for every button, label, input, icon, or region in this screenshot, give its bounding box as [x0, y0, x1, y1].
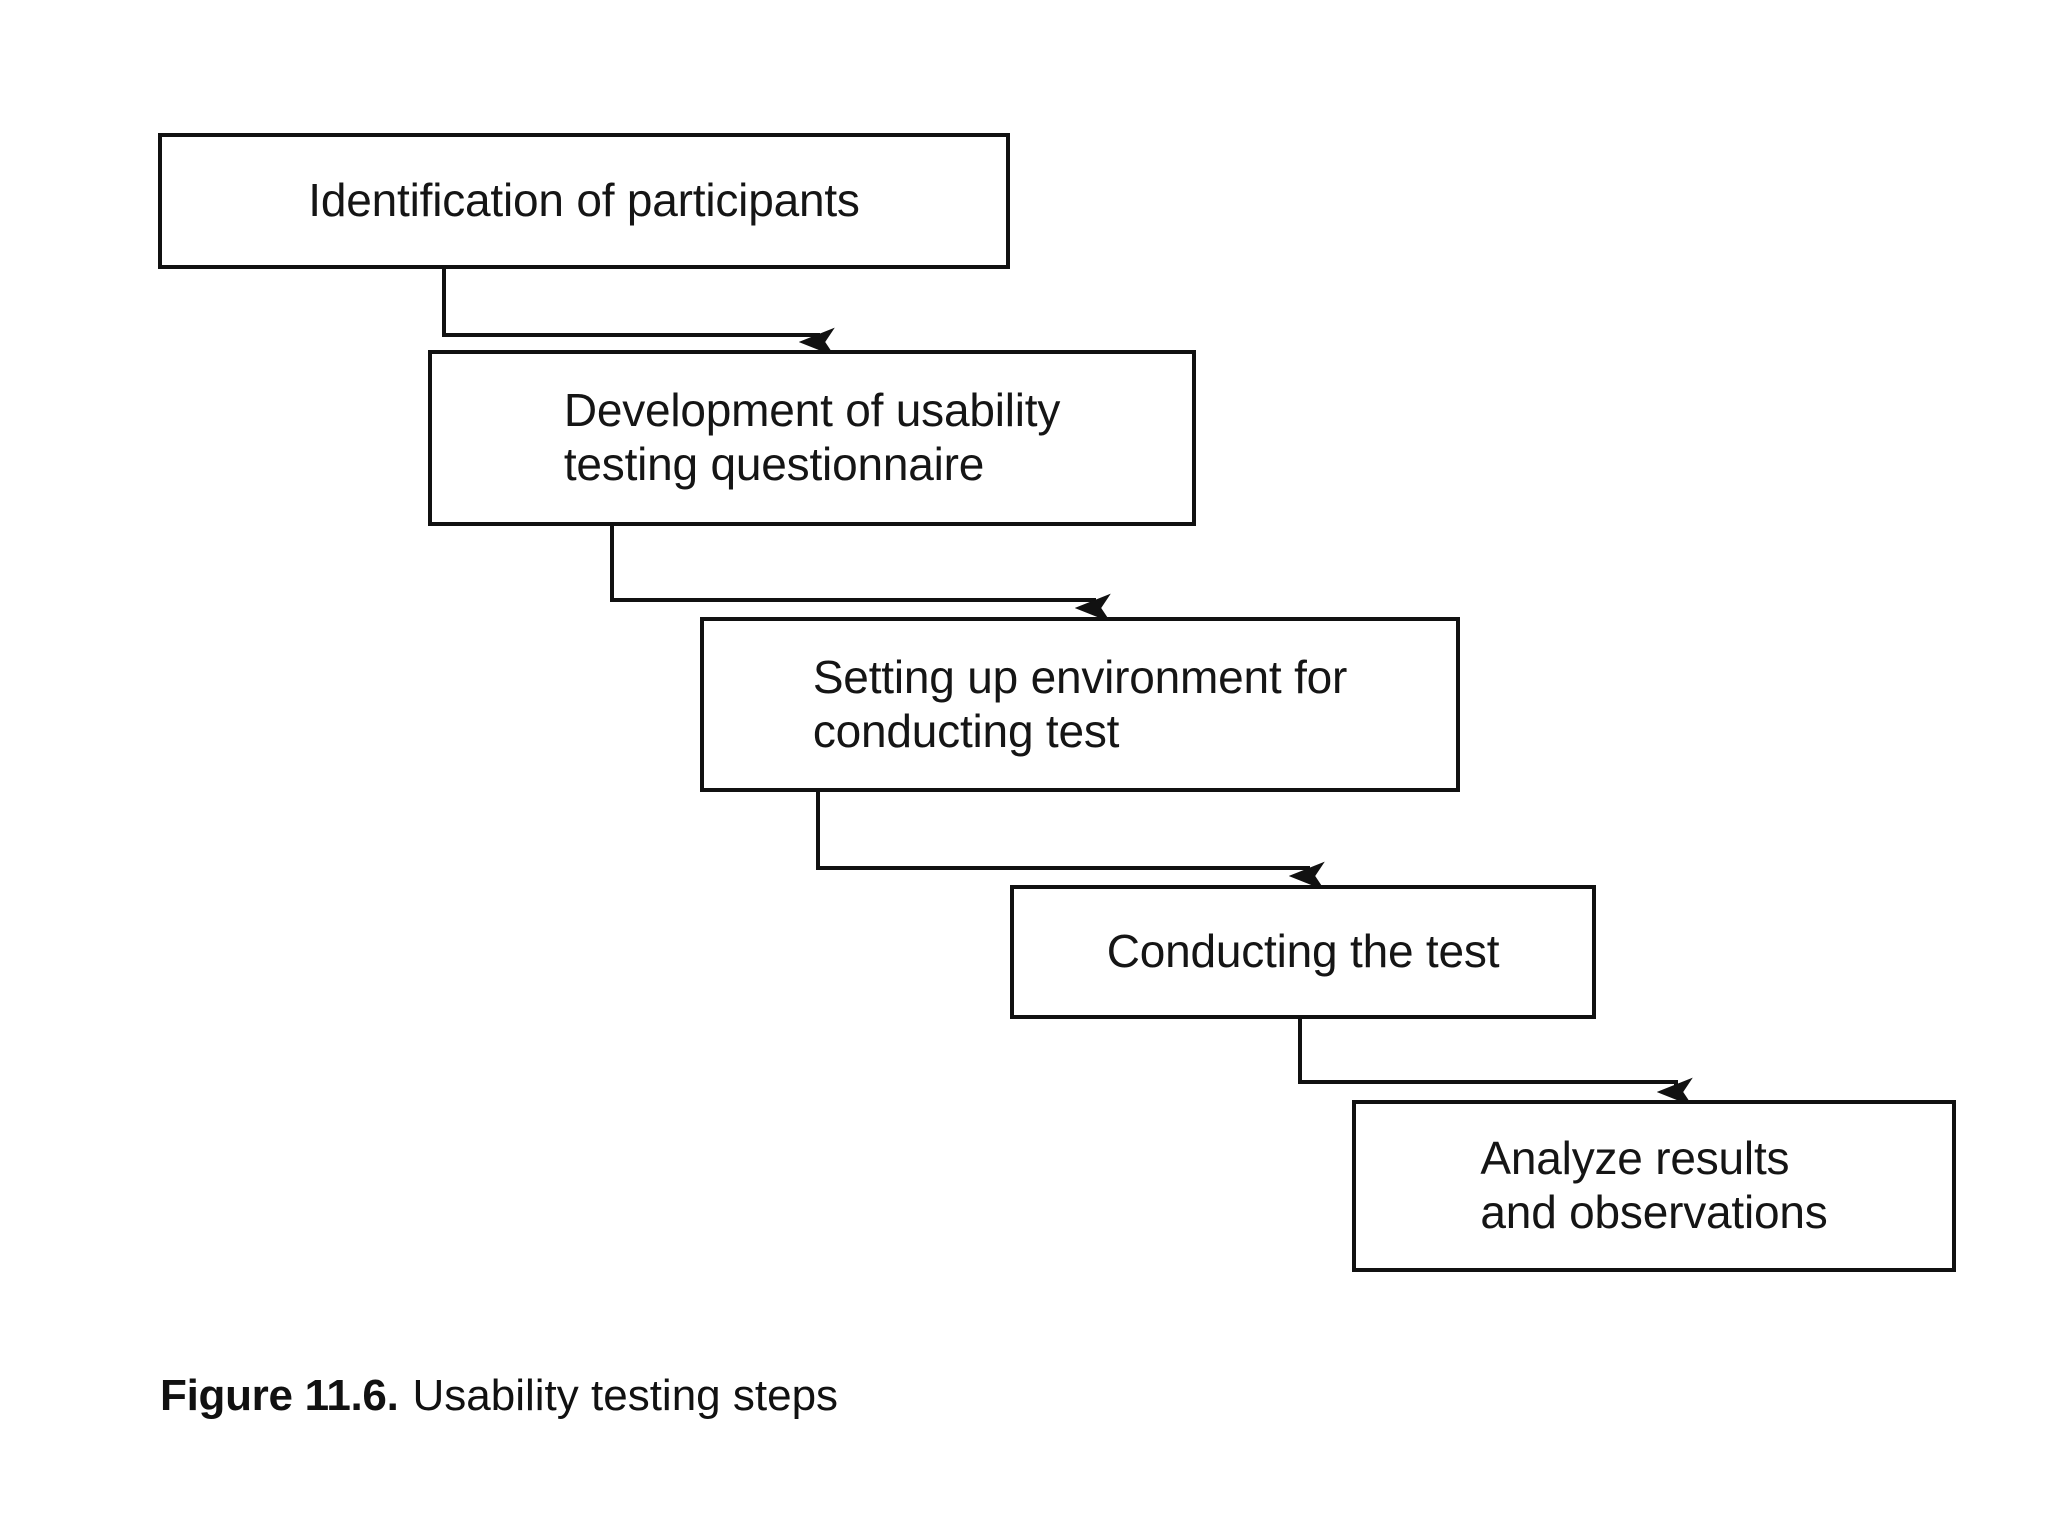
flowchart-node-label: Development of usability testing questio…: [563, 384, 1061, 490]
figure-caption-title: Usability testing steps: [412, 1371, 839, 1420]
flowchart-node-conducting-the-test[interactable]: Conducting the test: [1010, 885, 1596, 1019]
flowchart-node-development-of-usability-testing-questionnaire[interactable]: Development of usability testing questio…: [428, 350, 1196, 526]
flowchart-node-label: Conducting the test: [1106, 925, 1500, 978]
figure-caption: Figure 11.6. Usability testing steps: [160, 1368, 838, 1423]
flowchart-node-setting-up-environment-for-conducting-test[interactable]: Setting up environment for conducting te…: [700, 617, 1460, 792]
flowchart-node-label: Identification of participants: [308, 174, 860, 227]
connector-step3-to-step4: [816, 792, 1325, 891]
connector-step4-to-step5: [1298, 1019, 1693, 1107]
flowchart-node-analyze-results-and-observations[interactable]: Analyze results and observations: [1352, 1100, 1956, 1272]
flowchart-node-label: Setting up environment for conducting te…: [812, 650, 1348, 757]
connector-step1-to-step2: [442, 269, 835, 357]
flowchart-node-label: Analyze results and observations: [1480, 1132, 1828, 1238]
figure-caption-number: Figure 11.6.: [160, 1371, 399, 1420]
connector-step2-to-step3: [610, 526, 1111, 623]
flowchart-node-identification-of-participants[interactable]: Identification of participants: [158, 133, 1010, 269]
